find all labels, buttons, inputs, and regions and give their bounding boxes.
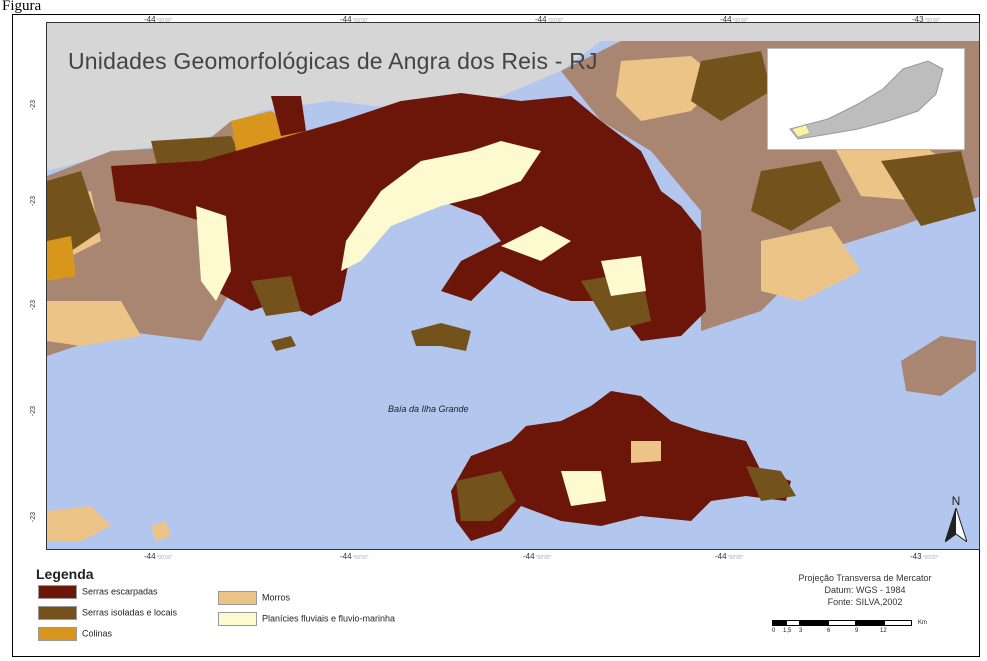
island-2 [271, 336, 296, 351]
ilha-grande [451, 391, 791, 541]
morros-patch-1 [616, 56, 721, 121]
legend-item-colinas: Colinas [38, 627, 112, 641]
planicies-patch-4 [601, 256, 646, 296]
scale-segment [884, 620, 912, 626]
top-coord-5: -43°00'00" [912, 15, 941, 24]
scale-segment [772, 620, 786, 626]
bottom-coord-2: -44°00'00" [340, 552, 369, 561]
serras-isoladas-8 [271, 96, 306, 136]
legend-swatch [38, 606, 77, 620]
scale-unit: Km [918, 620, 927, 626]
scale-label: 9 [855, 628, 859, 634]
planicies-patch-3 [196, 206, 231, 301]
projection-line: Projeção Transversa de Mercator [798, 573, 932, 583]
scale-segment [786, 620, 800, 626]
outside-area [47, 23, 979, 171]
serras-isoladas-3 [751, 161, 841, 231]
ilha-grande-planicies [561, 471, 606, 506]
source-line: Fonte: SILVA,2002 [827, 597, 903, 607]
serras-isoladas-2 [881, 151, 976, 226]
serras-isoladas-1 [691, 51, 771, 121]
left-coord-2: -23 [30, 196, 37, 207]
projection-info: Projeção Transversa de Mercator Datum: W… [770, 572, 960, 608]
legend-item-serras-isoladas: Serras isoladas e locais [38, 606, 177, 620]
serras-escarpadas-main [111, 93, 706, 341]
ilha-grande-serras-isoladas [456, 471, 516, 521]
planicies-patch-1 [341, 141, 541, 271]
locator-state-outline [789, 60, 944, 140]
scale-segment [828, 620, 856, 626]
legend-item-morros: Morros [218, 591, 290, 605]
legend-title: Legenda [36, 566, 94, 582]
legend-item-serras-escarpadas: Serras escarpadas [38, 585, 158, 599]
map-title: Unidades Geomorfológicas de Angra dos Re… [68, 48, 598, 74]
scale-label: 0 [772, 628, 776, 634]
bay-label: Baía da Ilha Grande [388, 404, 469, 414]
top-coord-3: -44°00'00" [535, 15, 564, 24]
locator-inset-map [767, 48, 965, 150]
planicies-patch-2 [501, 226, 571, 261]
island-3 [901, 336, 976, 396]
bottom-coord-1: -44°00'00" [144, 552, 173, 561]
legend-swatch [38, 585, 77, 599]
scale-label: 12 [880, 628, 887, 634]
ilha-grande-east-cape [746, 466, 796, 501]
scale-bar: 0 1,5 3 6 9 12 Km [772, 620, 942, 642]
scale-segment [856, 620, 884, 626]
legend-item-planicies: Planícies fluviais e fluvio-marinha [218, 612, 395, 626]
left-coord-3: -23 [30, 300, 37, 311]
north-letter: N [951, 494, 961, 508]
bottom-coord-3: -44°00'00" [523, 552, 552, 561]
left-coord-1: -23 [30, 100, 37, 111]
colinas-patch-3 [47, 236, 76, 281]
legend-swatch [218, 591, 257, 605]
datum-line: Datum: WGS - 1984 [824, 585, 906, 595]
left-coord-5: -23 [30, 512, 37, 523]
left-coord-4: -23 [30, 406, 37, 417]
ilha-grande-morros [631, 441, 661, 463]
bottom-coord-4: -44°00'00" [715, 552, 744, 561]
morros-patch-4 [47, 301, 141, 346]
island-4 [47, 506, 111, 541]
scale-label: 3 [799, 628, 803, 634]
legend: Legenda [36, 566, 94, 582]
top-coord-1: -44°00'00" [144, 15, 173, 24]
scale-label: 1,5 [783, 628, 792, 634]
bottom-coord-5: -43°00'00" [910, 552, 939, 561]
morros-patch-5 [761, 226, 861, 301]
figure-label: Figura [2, 0, 42, 14]
scale-label: 6 [827, 628, 831, 634]
legend-swatch [218, 612, 257, 626]
top-coord-4: -44°00'00" [720, 15, 749, 24]
island-5 [151, 521, 171, 541]
scale-segment [800, 620, 828, 626]
north-arrow: N [944, 494, 968, 547]
legend-swatch [38, 627, 77, 641]
island-1 [411, 323, 471, 351]
top-coord-2: -44°00'00" [340, 15, 369, 24]
serras-isoladas-6 [251, 276, 301, 316]
serras-isoladas-4 [47, 171, 101, 251]
north-arrow-icon [944, 506, 968, 544]
